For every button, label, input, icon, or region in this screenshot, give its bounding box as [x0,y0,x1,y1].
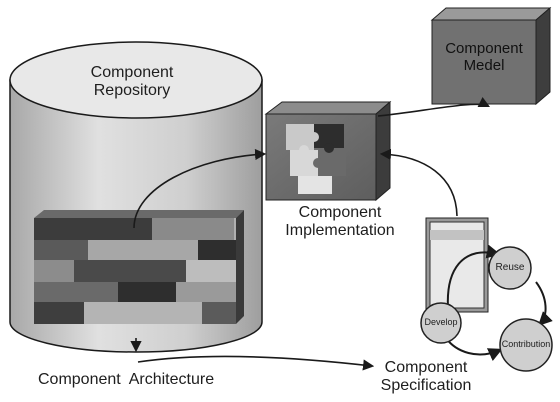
implementation-label-line1: Component [298,204,382,221]
implementation-label-line2: Implementation [285,222,395,240]
model-label-line2: Medel [463,57,505,75]
contribution-node [499,318,553,372]
puzzle-cube-icon [264,100,392,202]
model-label: Component Medel [436,40,532,75]
architecture-label: Component Architecture [38,371,215,388]
repository-label-line2: Repository [93,82,171,100]
repository-label: Component Repository [76,64,188,101]
specification-label: Component Specification [372,359,480,396]
develop-node [420,302,462,344]
model-box-icon [430,6,552,106]
model-label-line1: Component [445,40,523,57]
repository-label-line1: Component [90,64,174,81]
reuse-node [488,246,532,290]
specification-label-line2: Specification [380,377,472,395]
develop-label: Develop [424,317,458,327]
architecture-stack-icon [34,210,244,324]
reuse-label: Reuse [495,262,525,273]
specification-label-line1: Component [384,359,468,376]
implementation-label: Component Implementation [274,204,406,241]
contribution-label: Contribution [501,339,551,349]
main-arrows [130,96,491,371]
